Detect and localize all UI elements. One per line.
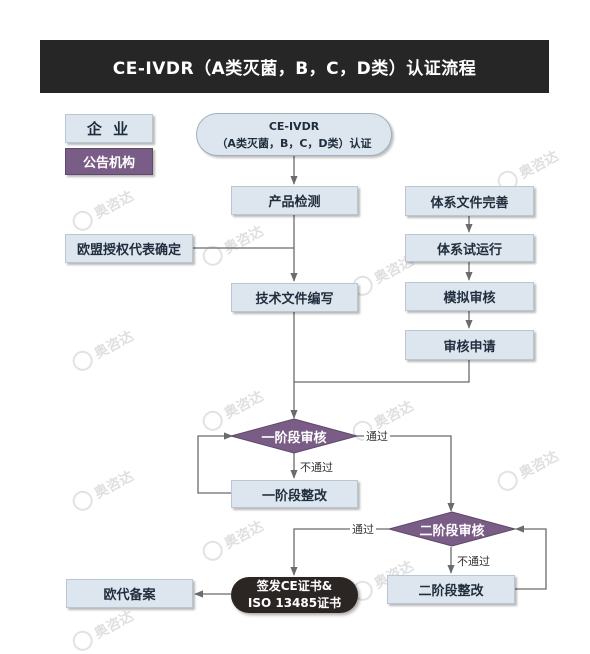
arrow-stage1-pass xyxy=(357,435,455,512)
certificate-line1: 签发CE证书& xyxy=(256,579,333,593)
eu-rep-filing-box: 欧代备案 xyxy=(66,579,193,608)
tech-docs-box: 技术文件编写 xyxy=(231,283,358,312)
edge-label-stage2-fail: 不通过 xyxy=(455,555,492,568)
system-docs-box: 体系文件完善 xyxy=(405,186,534,216)
stage1-fix-box: 一阶段整改 xyxy=(231,480,358,508)
edge-label-stage1-pass: 通过 xyxy=(364,430,390,443)
stage2-fix-box: 二阶段整改 xyxy=(387,575,515,604)
mock-audit-box: 模拟审核 xyxy=(405,282,534,311)
certificate-node: 签发CE证书& ISO 13485证书 xyxy=(231,577,358,613)
legend-notified-body: 公告机构 xyxy=(65,148,153,175)
system-trial-box: 体系试运行 xyxy=(405,234,534,262)
eu-rep-box: 欧盟授权代表确定 xyxy=(65,234,193,263)
legend-enterprise: 企 业 xyxy=(65,114,153,143)
start-node: CE-IVDR （A类灭菌，B，C，D类）认证 xyxy=(196,113,392,156)
start-node-line2: （A类灭菌，B，C，D类）认证 xyxy=(216,136,372,150)
edge-label-stage1-fail: 不通过 xyxy=(298,461,335,474)
stage2-audit-diamond xyxy=(387,511,517,547)
edge-label-stage2-pass: 通过 xyxy=(350,523,376,536)
arrow-stage2-fix-loop xyxy=(515,525,547,590)
arrow-stage1-fix-loop xyxy=(197,432,233,494)
page-title: CE-IVDR（A类灭菌，B，C，D类）认证流程 xyxy=(40,40,549,93)
arrow-application-to-stage1 xyxy=(294,360,470,383)
product-testing-box: 产品检测 xyxy=(231,186,358,215)
certificate-line2: ISO 13485证书 xyxy=(247,596,342,610)
start-node-line1: CE-IVDR xyxy=(268,119,320,133)
audit-application-box: 审核申请 xyxy=(405,330,534,360)
stage1-audit-diamond xyxy=(229,418,359,454)
